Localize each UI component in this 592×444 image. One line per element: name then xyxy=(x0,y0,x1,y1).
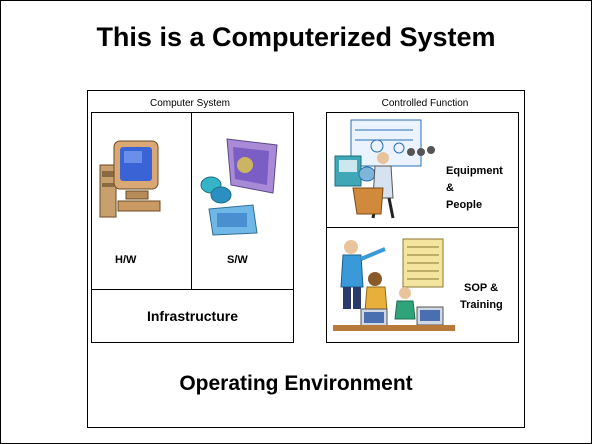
computer-hardware-icon xyxy=(99,140,161,218)
equipment-people-icon xyxy=(334,119,435,219)
slide-title: This is a Computerized System xyxy=(96,22,496,52)
sw-label: S/W xyxy=(227,254,248,266)
software-icon xyxy=(200,138,278,236)
training-icon xyxy=(333,238,455,331)
operating-environment-label: Operating Environment xyxy=(179,372,413,395)
operating-environment-box xyxy=(87,90,525,428)
ampersand-label: & xyxy=(446,182,454,194)
infrastructure-label: Infrastructure xyxy=(146,308,239,324)
sop-label: SOP & xyxy=(464,282,499,294)
infrastructure-box xyxy=(91,289,294,343)
caption-controlled-function: Controlled Function xyxy=(381,98,469,109)
hw-label: H/W xyxy=(115,254,137,266)
people-label: People xyxy=(446,199,483,211)
equipment-label: Equipment xyxy=(446,165,503,177)
training-label: Training xyxy=(460,299,503,311)
caption-computer-system: Computer System xyxy=(149,98,231,109)
